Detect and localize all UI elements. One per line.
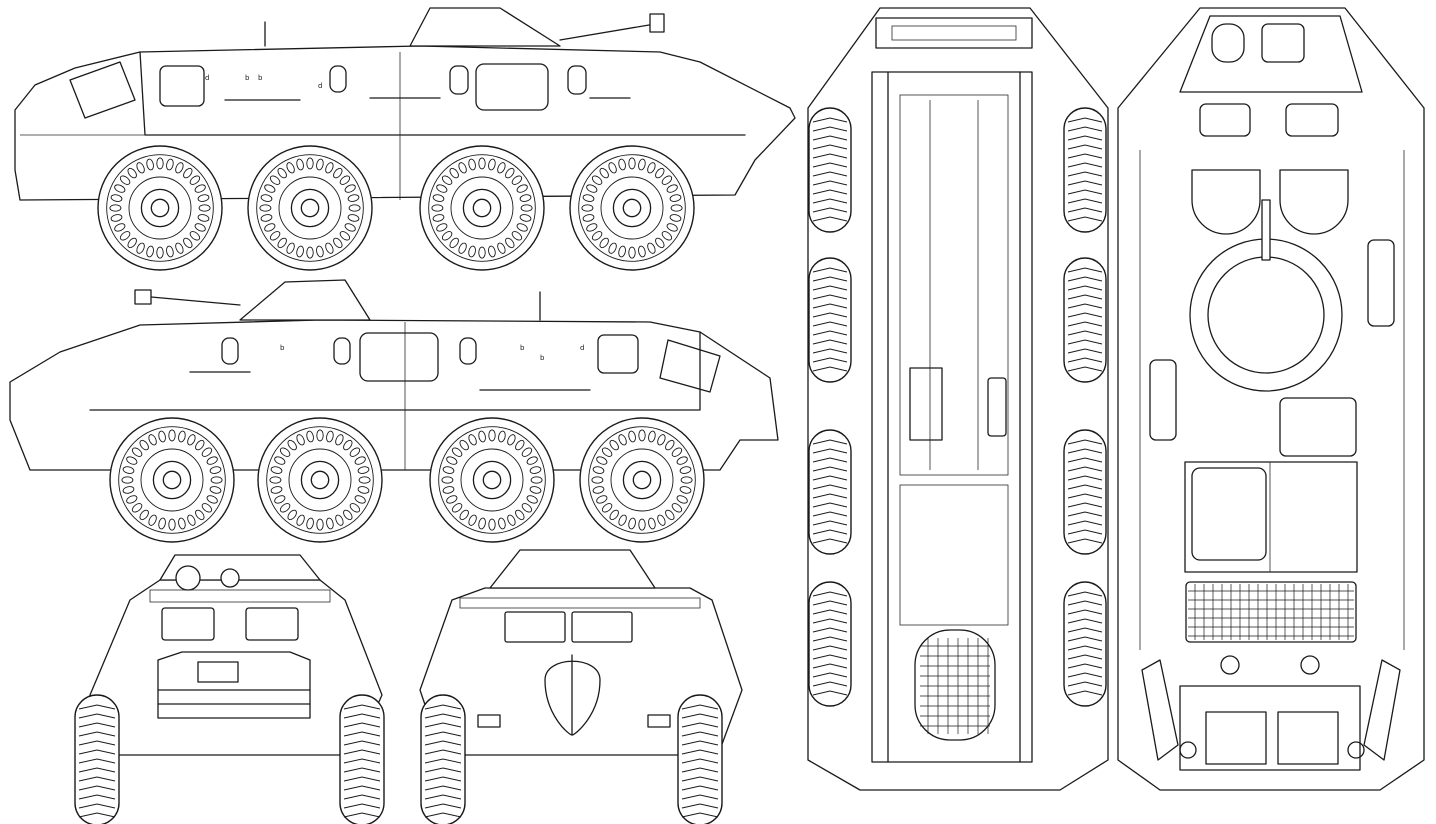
wheel-top-4 bbox=[569, 145, 695, 271]
bottom-tyre-8 bbox=[1063, 581, 1107, 707]
hull-mark-8: b bbox=[540, 354, 545, 362]
bottom-tyre-3 bbox=[808, 257, 852, 383]
hull-mark-3: b bbox=[258, 74, 263, 82]
hatch-side-top bbox=[159, 63, 631, 111]
left-side-view: d b b d bbox=[14, 7, 796, 271]
top-grille bbox=[1185, 581, 1357, 643]
front-tyre-1 bbox=[74, 694, 120, 824]
hull-mark-2: b bbox=[245, 74, 250, 82]
rear-tyre-2 bbox=[677, 694, 723, 824]
hull-mark-1: d bbox=[205, 74, 209, 82]
wheel-mid-1 bbox=[109, 417, 235, 543]
bottom-grate-mesh bbox=[920, 638, 990, 734]
hull-mark-5: b bbox=[280, 344, 285, 352]
bottom-view bbox=[807, 7, 1109, 791]
wheel-top-3 bbox=[419, 145, 545, 271]
bottom-tyre-6 bbox=[1063, 429, 1107, 555]
top-view bbox=[1117, 7, 1425, 791]
bottom-tyre-2 bbox=[1063, 107, 1107, 233]
grille-side-top bbox=[69, 61, 136, 119]
right-side-view: b b d b bbox=[9, 279, 779, 543]
front-tyre-2 bbox=[339, 694, 385, 824]
hull-mark-4: d bbox=[318, 82, 322, 90]
bottom-grate bbox=[914, 629, 996, 741]
hull-mark-7: d bbox=[580, 344, 584, 352]
rear-view bbox=[419, 549, 743, 824]
grille-side-mid bbox=[659, 339, 721, 393]
bottom-tyre-1 bbox=[808, 107, 852, 233]
side-text-marks-top: d b b d bbox=[205, 74, 322, 90]
front-view bbox=[74, 554, 385, 824]
bottom-tyre-5 bbox=[808, 429, 852, 555]
rear-tyre-1 bbox=[420, 694, 466, 824]
wheel-mid-2 bbox=[257, 417, 383, 543]
bottom-tyre-7 bbox=[808, 581, 852, 707]
top-grille-mesh bbox=[1188, 584, 1354, 640]
side-text-marks-mid: b b d b bbox=[280, 344, 584, 362]
hull-mark-6: b bbox=[520, 344, 525, 352]
wheel-mid-3 bbox=[429, 417, 555, 543]
wheel-top-2 bbox=[247, 145, 373, 271]
wheel-mid-4 bbox=[579, 417, 705, 543]
bottom-tyre-4 bbox=[1063, 257, 1107, 383]
hatch-side-mid bbox=[189, 332, 639, 391]
wheel-top-1 bbox=[97, 145, 223, 271]
